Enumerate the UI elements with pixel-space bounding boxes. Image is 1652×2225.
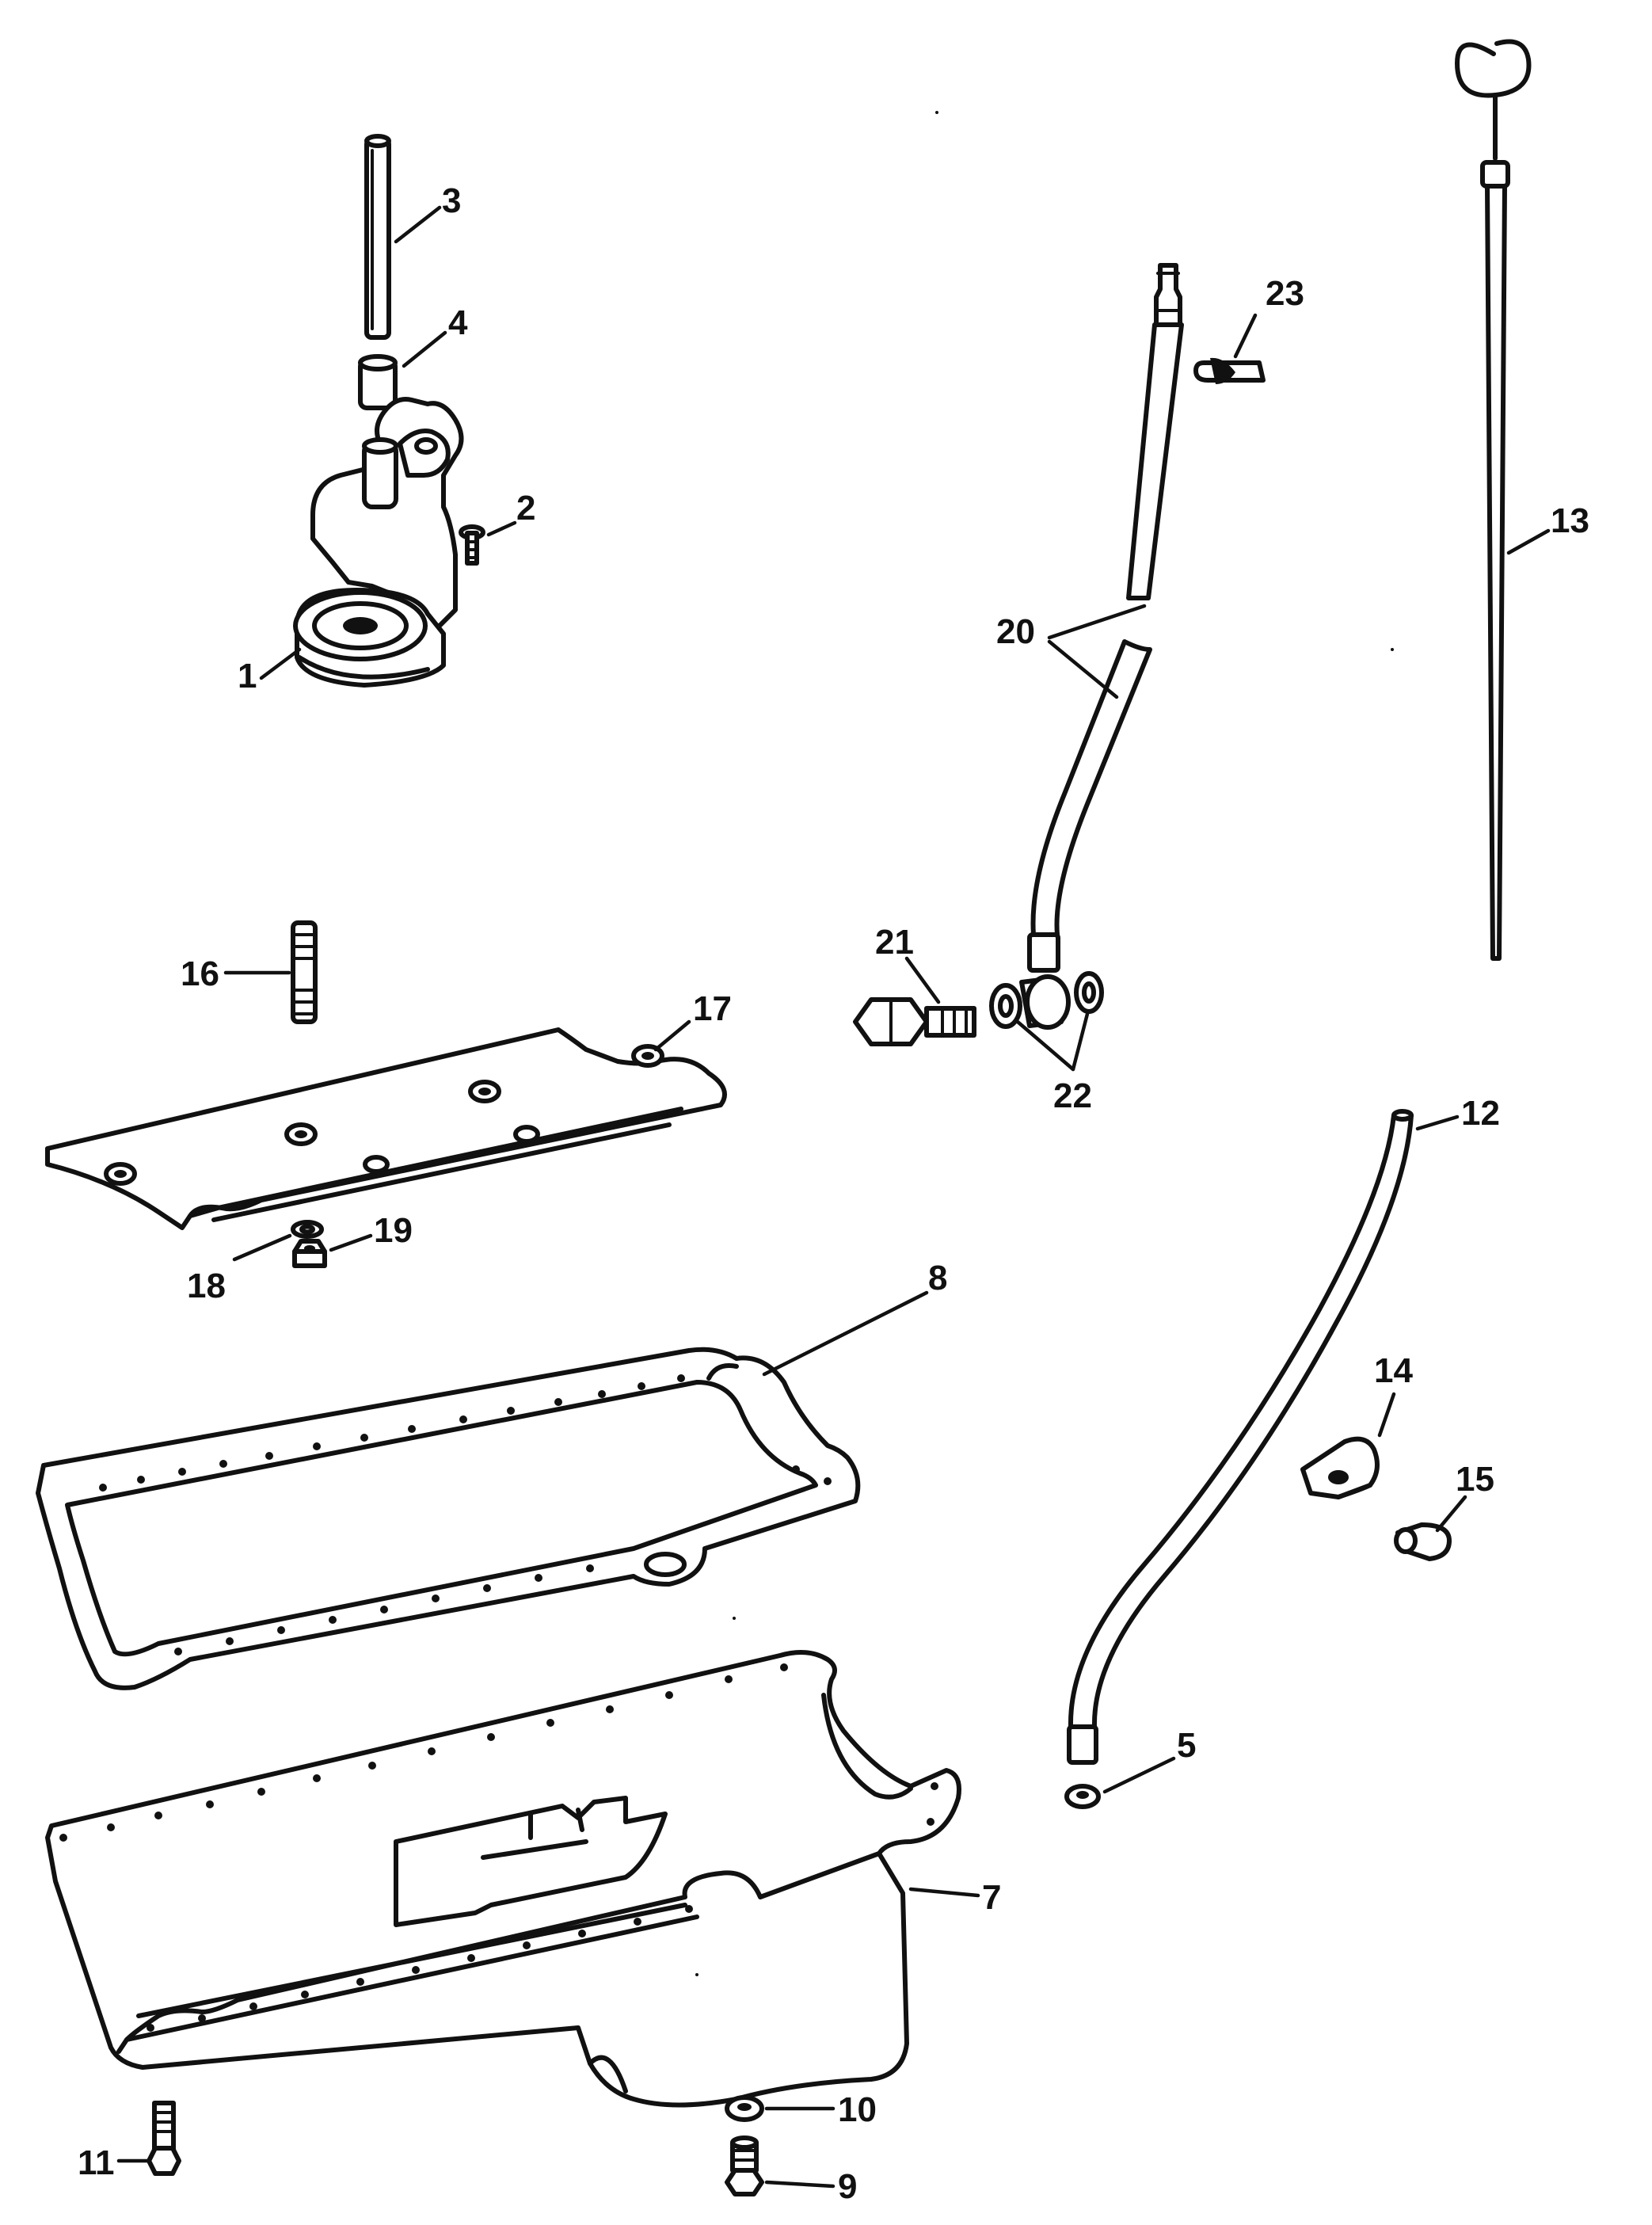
- part-7-oil-pan: [45, 1650, 961, 2108]
- leader-1: [259, 647, 302, 680]
- leader-21: [904, 956, 941, 1004]
- part-3-pickup-tube: [364, 134, 391, 340]
- leader-3: [394, 205, 442, 244]
- callout-20: 20: [996, 612, 1035, 651]
- leader-17: [653, 1019, 691, 1052]
- part-20-hose: [1027, 263, 1184, 973]
- speck: [935, 111, 938, 114]
- leader-18: [232, 1233, 292, 1262]
- part-16-stud: [291, 920, 318, 1024]
- part-1-oil-pump: [293, 397, 464, 688]
- leader-8: [762, 1290, 929, 1377]
- callout-5: 5: [1177, 1726, 1196, 1765]
- part-21-bolt: [853, 997, 976, 1046]
- callout-3: 3: [442, 181, 461, 220]
- callout-13: 13: [1551, 501, 1589, 540]
- callout-18: 18: [187, 1267, 226, 1305]
- leader-15: [1435, 1495, 1467, 1533]
- leader-23: [1233, 313, 1258, 359]
- part-8-oil-pan-gasket: [36, 1347, 861, 1690]
- callout-17: 17: [693, 989, 732, 1028]
- callout-16: 16: [181, 954, 219, 993]
- part-12-dipstick-tube: [1067, 1109, 1414, 1765]
- part-22-washers: [989, 971, 1104, 1030]
- part-23-clip: [1193, 357, 1266, 384]
- leader-13: [1506, 528, 1551, 555]
- callout-labels: 1 2 3 4 5 7 8 9 10 11 12 13 14 15 16 17 …: [78, 181, 1589, 2206]
- callout-12: 12: [1461, 1094, 1500, 1133]
- leader-19: [329, 1233, 373, 1252]
- part-5-seal: [1064, 1784, 1101, 1809]
- callout-19: 19: [374, 1211, 413, 1250]
- speck: [695, 1973, 698, 1976]
- leader-22b: [1071, 1012, 1090, 1072]
- speck: [1391, 648, 1394, 651]
- part-14-clamp: [1300, 1436, 1380, 1499]
- callout-22: 22: [1053, 1076, 1092, 1115]
- part-18-washer: [291, 1220, 324, 1239]
- part-9-drain-plug: [725, 2135, 764, 2196]
- part-17-windage-tray: [45, 1027, 727, 1230]
- leader-4: [402, 330, 447, 368]
- leader-12: [1415, 1114, 1460, 1131]
- callout-7: 7: [982, 1878, 1001, 1917]
- callout-8: 8: [928, 1259, 947, 1297]
- callout-1: 1: [238, 657, 257, 695]
- part-10-washer: [725, 2095, 764, 2122]
- part-11-bolt: [147, 2101, 181, 2176]
- leader-22a: [1015, 1019, 1075, 1072]
- leader-9: [764, 2180, 836, 2189]
- callout-10: 10: [838, 2090, 877, 2129]
- callout-11: 11: [78, 2143, 115, 2182]
- leader-lines: [116, 205, 1551, 2189]
- callout-9: 9: [838, 2167, 857, 2206]
- callout-4: 4: [448, 303, 468, 342]
- part-15-screw: [1394, 1522, 1452, 1561]
- part-2-screw: [459, 524, 485, 566]
- leader-20a: [1047, 604, 1147, 640]
- leader-2: [486, 520, 517, 537]
- callout-21: 21: [875, 923, 914, 962]
- callout-2: 2: [516, 489, 535, 528]
- callout-14: 14: [1374, 1351, 1413, 1390]
- callout-23: 23: [1266, 274, 1304, 313]
- part-19-nut: [292, 1239, 327, 1268]
- leader-5: [1102, 1756, 1176, 1794]
- leader-20b: [1047, 639, 1119, 699]
- leader-14: [1377, 1392, 1396, 1438]
- part-13-dipstick: [1455, 39, 1532, 961]
- leader-7: [908, 1887, 980, 1898]
- callout-15: 15: [1456, 1460, 1494, 1499]
- speck: [733, 1617, 736, 1620]
- part-4-bushing: [358, 354, 398, 410]
